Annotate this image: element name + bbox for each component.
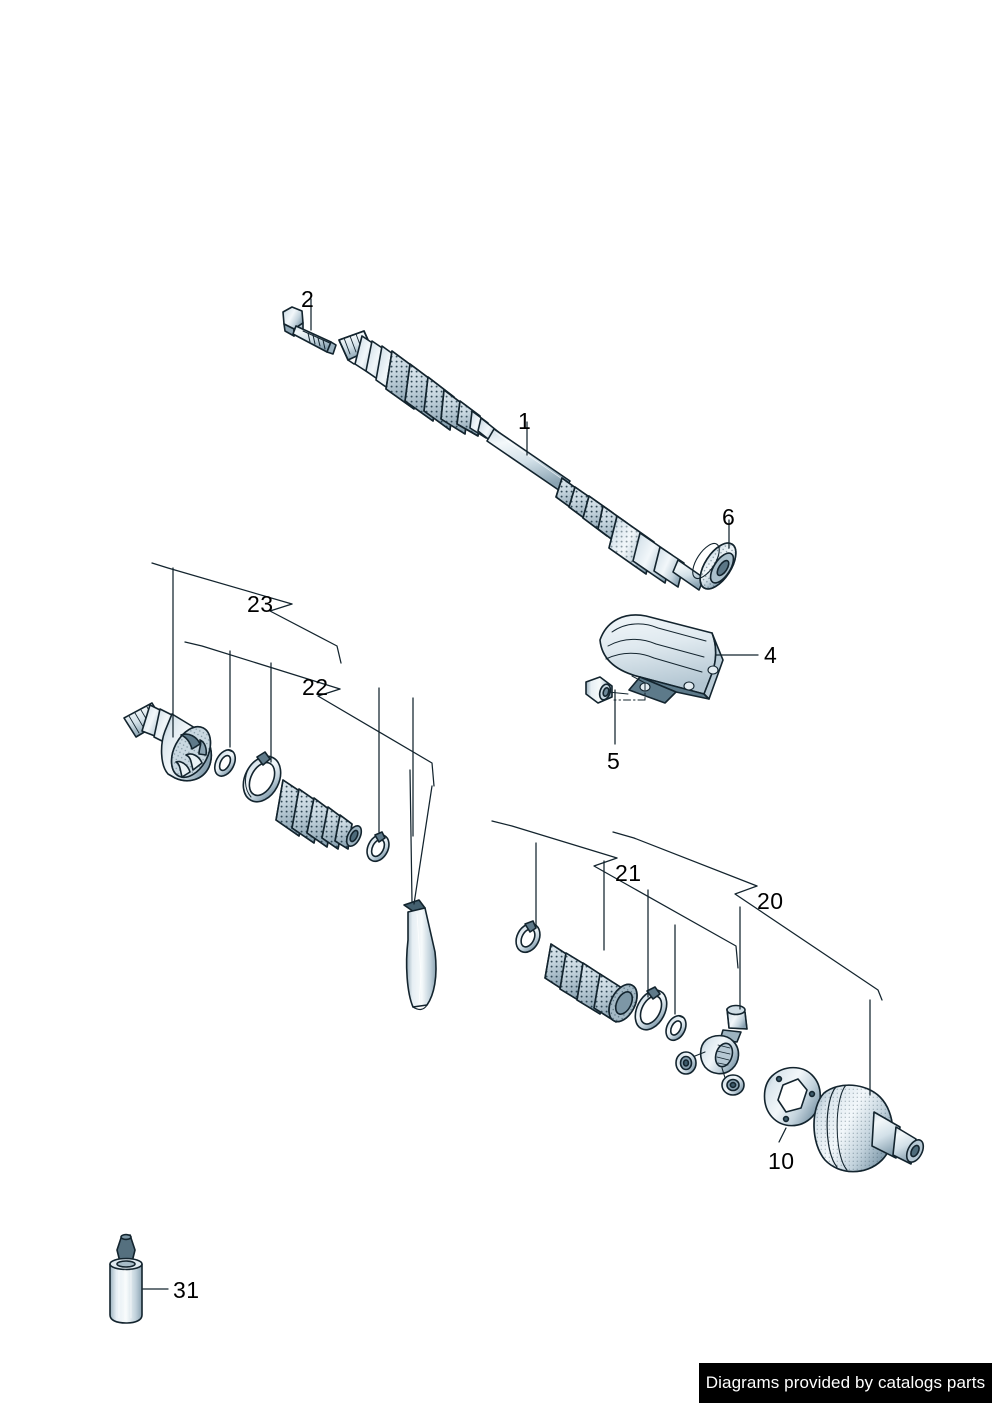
- part-inner-boot-clamp-large: [634, 986, 668, 1031]
- callout-2: 2: [301, 286, 315, 312]
- part-joint-gasket: [763, 1066, 822, 1127]
- part-inner-boot: [544, 943, 638, 1023]
- watermark-text: Diagrams provided by catalogs parts: [705, 1373, 986, 1392]
- part-boot-clamp-small: [366, 831, 390, 863]
- part-inner-cv-joint-housing: [813, 1084, 925, 1173]
- part-tripod-spider: [675, 1004, 748, 1096]
- leader-lines: [142, 298, 883, 1290]
- callout-23: 23: [247, 591, 274, 617]
- callout-4: 4: [764, 642, 778, 668]
- part-grease-tube: [109, 1233, 143, 1324]
- callout-1: 1: [518, 408, 532, 434]
- callout-5: 5: [607, 748, 621, 774]
- callout-10: 10: [768, 1148, 795, 1174]
- callout-22: 22: [302, 674, 329, 700]
- part-grease-sachet-outer: [403, 899, 437, 1011]
- part-circlip: [213, 749, 237, 777]
- part-inner-circlip: [665, 1014, 687, 1042]
- part-heat-shield: [599, 614, 724, 704]
- part-outer-cv-joint: [123, 702, 213, 782]
- part-inner-boot-clamp-small: [515, 920, 541, 954]
- part-boot-clamp-large: [242, 751, 282, 803]
- part-bolt-with-bush: [585, 676, 629, 704]
- callout-20: 20: [757, 888, 784, 914]
- callout-21: 21: [615, 860, 642, 886]
- callout-31: 31: [173, 1277, 200, 1303]
- part-drive-shaft-assembly: [338, 330, 737, 591]
- watermark-banner: Diagrams provided by catalogs parts: [699, 1363, 992, 1403]
- part-hex-flange-bolt: [282, 306, 337, 355]
- callout-6: 6: [722, 504, 736, 530]
- part-outer-boot: [275, 779, 363, 850]
